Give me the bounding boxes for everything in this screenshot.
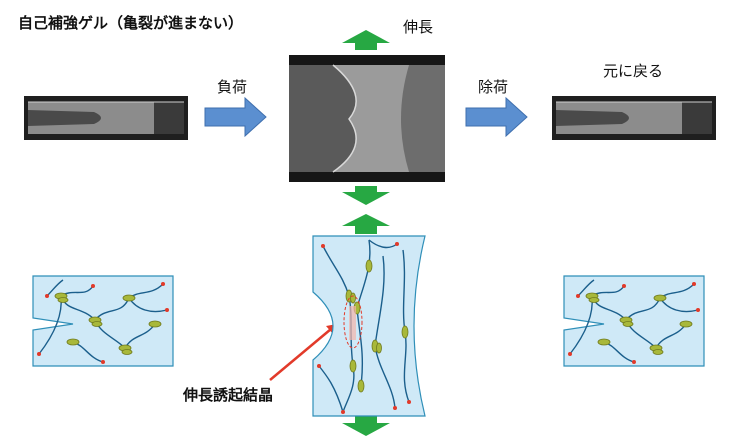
stretch-arrow-bottom-network bbox=[342, 416, 390, 436]
crystallization-label: 伸長誘起結晶 bbox=[183, 386, 274, 404]
load-arrow bbox=[204, 96, 267, 138]
notched-gel-image bbox=[24, 96, 188, 140]
network-recovered bbox=[563, 275, 705, 367]
stretch-arrow-bottom-photo bbox=[342, 186, 390, 205]
stretched-gel-image bbox=[289, 55, 445, 182]
stretch-arrow-top-network bbox=[342, 214, 390, 234]
crystallization-pointer bbox=[269, 323, 338, 381]
unload-label: 除荷 bbox=[478, 78, 509, 96]
network-stretched bbox=[312, 235, 426, 417]
photo-notched-gel-recovered bbox=[552, 96, 716, 140]
stretch-arrow-top-photo bbox=[342, 30, 390, 50]
crystallization-region bbox=[343, 295, 363, 349]
stretch-label: 伸長 bbox=[403, 18, 434, 36]
photo-stretched-gel bbox=[289, 55, 445, 182]
load-label: 負荷 bbox=[217, 78, 248, 96]
photo-notched-gel-initial bbox=[24, 96, 188, 140]
network-initial bbox=[32, 275, 174, 367]
diagram-title: 自己補強ゲル（亀裂が進まない） bbox=[18, 14, 244, 32]
recover-label: 元に戻る bbox=[603, 62, 664, 80]
unload-arrow bbox=[465, 96, 528, 138]
recovered-gel-image bbox=[552, 96, 716, 140]
